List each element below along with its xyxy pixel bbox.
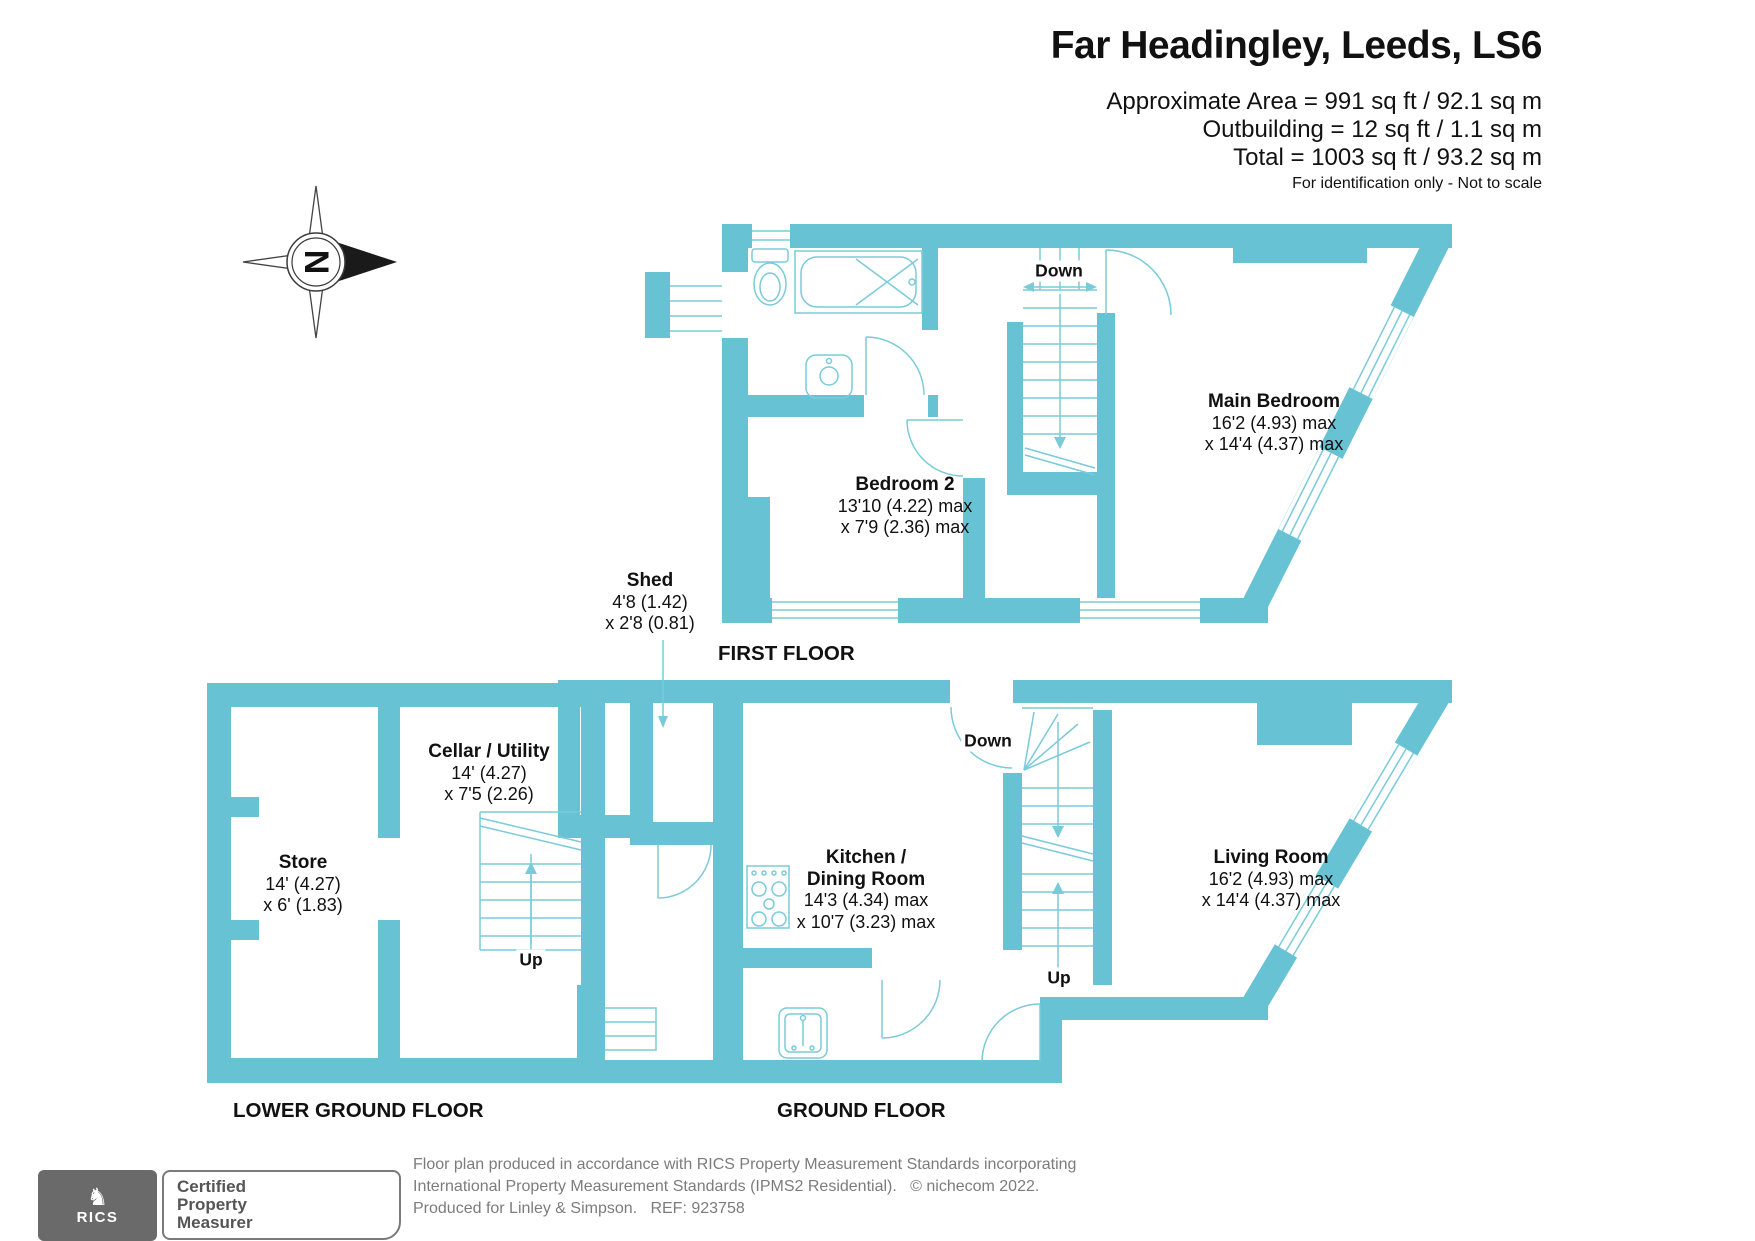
outdoor-steps [603,1007,657,1051]
room-label-shed: Shed 4'8 (1.42) x 2'8 (0.81) [605,570,695,633]
total-area: Total = 1003 sq ft / 93.2 sq m [1233,144,1542,171]
window [752,224,790,248]
disclaimer: For identification only - Not to scale [1292,175,1542,192]
toilet-icon [751,248,789,306]
page-title: Far Headingley, Leeds, LS6 [1050,24,1543,67]
footer-text-line-1: Floor plan produced in accordance with R… [413,1156,1077,1173]
room-label-cellar-utility: Cellar / Utility 14' (4.27) x 7'5 (2.26) [428,741,550,804]
stairs-down-label-first-floor: Down [1032,260,1086,282]
window [1278,447,1343,541]
hob-icon [746,865,790,929]
compass-icon: N [242,185,397,339]
footer-text-line-3: Produced for Linley & Simpson. REF: 9237… [413,1200,745,1217]
window [1080,598,1200,623]
room-label-living-room: Living Room 16'2 (4.93) max x 14'4 (4.37… [1201,847,1341,910]
rics-lion-icon: ♞ [86,1183,109,1211]
approximate-area: Approximate Area = 991 sq ft / 92.1 sq m [1106,88,1542,115]
room-label-kitchen-dining: Kitchen / Dining Room 14'3 (4.34) max x … [796,847,936,932]
room-label-bedroom-2: Bedroom 2 13'10 (4.22) max x 7'9 (2.36) … [837,474,973,537]
first-floor-plan [645,224,1452,623]
stairs-down-label-ground-floor: Down [961,730,1015,752]
outbuilding-area: Outbuilding = 12 sq ft / 1.1 sq m [1202,116,1542,143]
bay-window [645,272,748,338]
window [772,598,898,623]
room-label-main-bedroom: Main Bedroom 16'2 (4.93) max x 14'4 (4.3… [1204,391,1344,454]
door-arc [657,706,1041,1063]
ground-floor-plan [558,680,1452,1083]
stairs-up-label-ground-floor: Up [1044,967,1074,989]
stairs-up-label-lower-ground-floor: Up [516,949,546,971]
certified-property-measurer-badge: Certified Property Measurer [162,1170,401,1240]
door-arc [865,249,1172,477]
lower-ground-floor-label: LOWER GROUND FLOOR [233,1099,484,1122]
ground-floor-label: GROUND FLOOR [777,1099,946,1122]
room-label-store: Store 14' (4.27) x 6' (1.83) [263,852,343,915]
lower-ground-floor-plan [207,683,605,1083]
compass-north-letter: N [297,250,335,275]
chimney-breast [1233,224,1367,263]
stairs-ground-floor [1021,707,1094,968]
chimney-breast [1257,703,1352,745]
sink-icon [778,1007,828,1059]
sink-icon [805,354,853,399]
stairs-lower-ground-floor [479,811,582,951]
rics-logo: ♞ RICS [38,1170,157,1241]
north-arrow [330,240,397,284]
shed-pointer-arrow [658,640,668,728]
bathtub-icon [794,250,923,314]
window [1274,875,1339,958]
window [1349,742,1418,832]
window [1349,305,1414,399]
stairs-first-floor [1023,248,1097,476]
first-floor-label: FIRST FLOOR [718,642,855,665]
footer-text-line-2: International Property Measurement Stand… [413,1178,1040,1195]
